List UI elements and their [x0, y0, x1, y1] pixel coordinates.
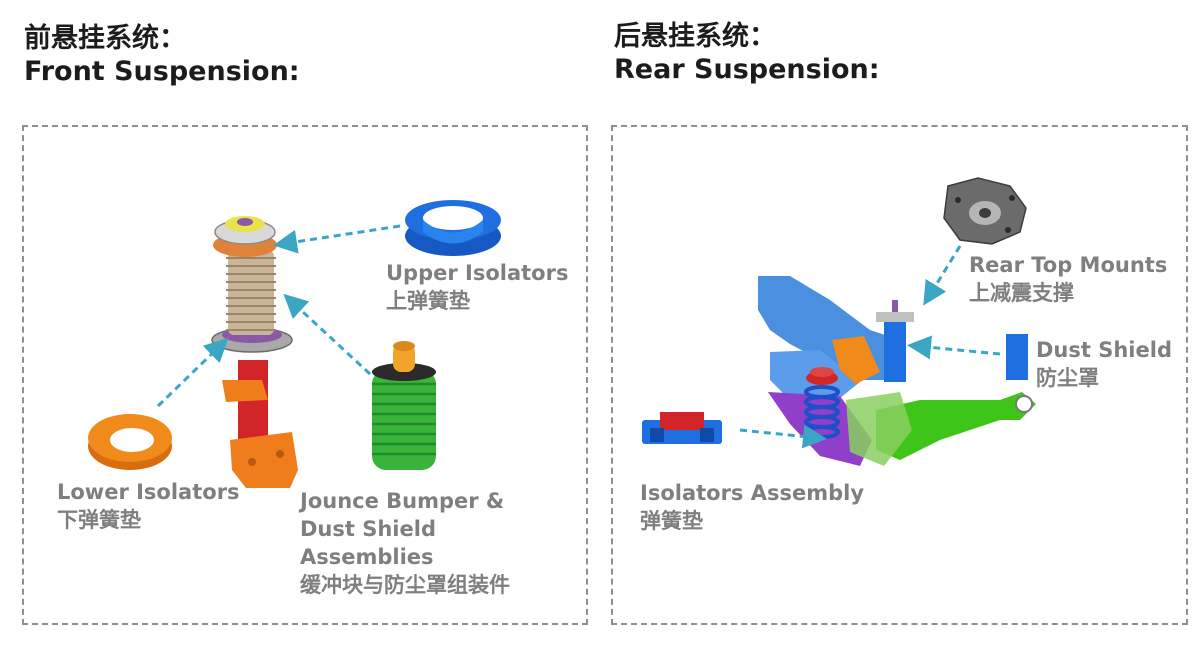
isolators-assembly-label-en: Isolators Assembly	[640, 481, 865, 505]
lower-isolators-label-cn: 下弹簧垫	[57, 508, 141, 532]
upper-isolators-label-cn: 上弹簧垫	[386, 289, 470, 313]
upper-isolators-label: Upper Isolators 上弹簧垫	[386, 259, 568, 315]
jounce-bumper-part	[372, 341, 436, 470]
rear-top-mounts-label-en: Rear Top Mounts	[969, 253, 1168, 277]
strut-bellows	[226, 250, 276, 335]
rear-title-cn: 后悬挂系统：	[614, 21, 776, 52]
front-leader-lines	[156, 224, 401, 408]
front-suspension-title: 前悬挂系统： Front Suspension:	[24, 22, 300, 88]
dust-shield-label: Dust Shield 防尘罩	[1036, 336, 1172, 392]
rear-leader-lines	[739, 245, 1001, 449]
knuckle-bracket	[230, 432, 298, 488]
rear-shock	[884, 322, 906, 382]
rear-title-en: Rear Suspension:	[614, 54, 880, 85]
front-title-en: Front Suspension:	[24, 56, 300, 87]
dust-shield-label-en: Dust Shield	[1036, 338, 1172, 362]
jounce-bumper-label: Jounce Bumper & Dust Shield Assemblies 缓…	[300, 487, 510, 599]
rear-suspension-title: 后悬挂系统： Rear Suspension:	[614, 20, 880, 86]
dust-shield-label-cn: 防尘罩	[1036, 366, 1099, 390]
jounce-bumper-label-en-3: Assemblies	[300, 545, 434, 569]
lower-isolator-part	[88, 414, 172, 470]
jounce-bumper-label-en-1: Jounce Bumper &	[300, 489, 505, 513]
rear-upper-arm	[876, 392, 1036, 460]
lower-isolators-label: Lower Isolators 下弹簧垫	[57, 478, 240, 534]
isolators-assembly-label: Isolators Assembly 弹簧垫	[640, 479, 864, 535]
front-suspension-panel	[22, 125, 588, 625]
isolators-assembly-label-cn: 弹簧垫	[640, 509, 703, 533]
rear-top-mount-part	[943, 177, 1027, 245]
rear-suspension-panel	[611, 125, 1188, 625]
jounce-bumper-label-en-2: Dust Shield	[300, 517, 436, 541]
rear-top-mounts-label: Rear Top Mounts 上减震支撑	[969, 251, 1167, 307]
jounce-bumper-label-cn: 缓冲块与防尘罩组装件	[300, 573, 510, 597]
upper-isolator-part	[405, 200, 501, 256]
rear-isolator-part	[642, 412, 722, 444]
rear-suspension-assembly	[758, 276, 1036, 466]
rear-top-mounts-label-cn: 上减震支撑	[969, 281, 1074, 305]
lower-isolators-label-en: Lower Isolators	[57, 480, 240, 504]
rear-dust-shield-part	[1006, 334, 1028, 380]
front-title-cn: 前悬挂系统：	[24, 23, 186, 54]
upper-isolators-label-en: Upper Isolators	[386, 261, 569, 285]
front-strut-assembly	[211, 216, 298, 488]
